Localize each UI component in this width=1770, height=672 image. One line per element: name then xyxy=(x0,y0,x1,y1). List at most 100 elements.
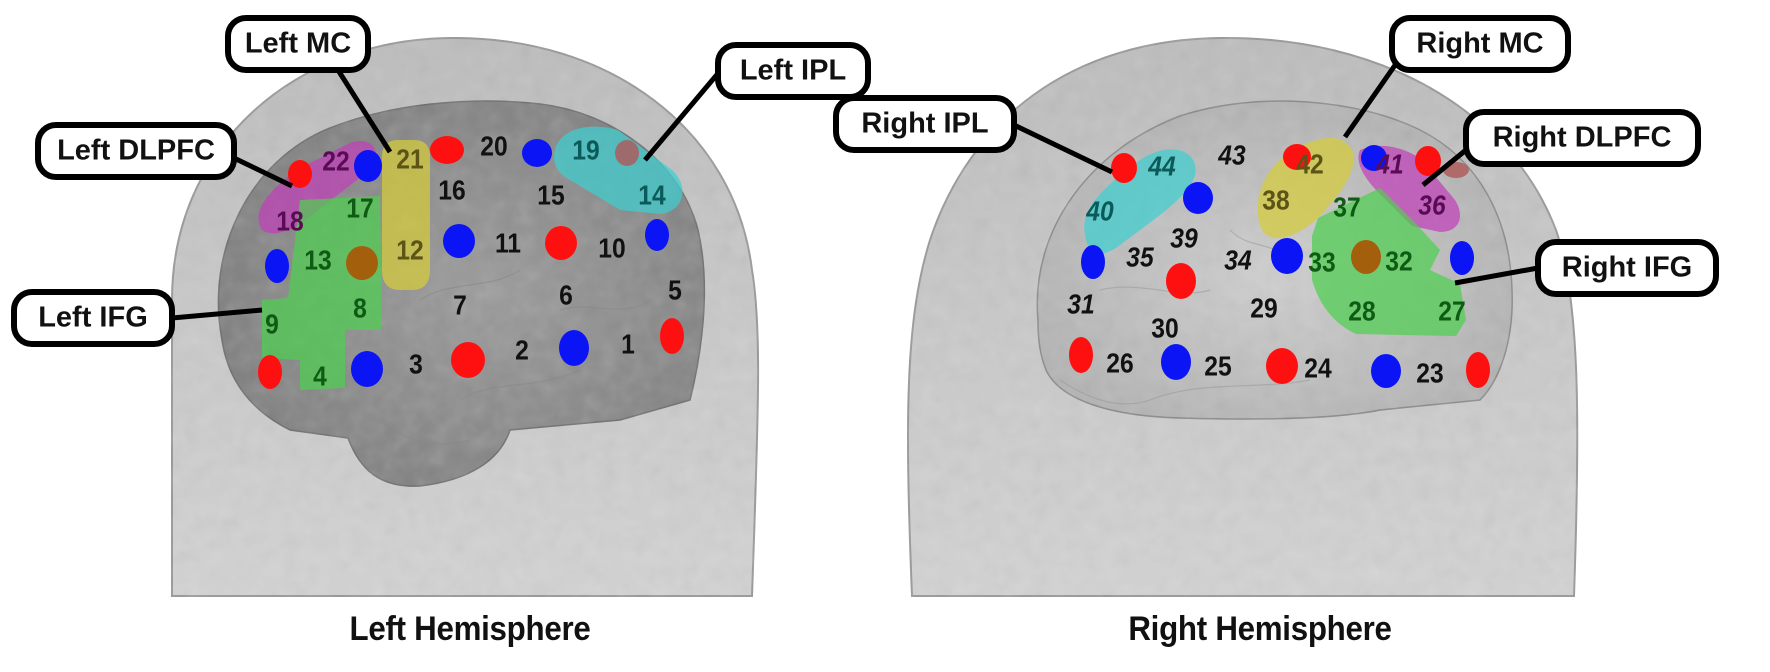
roi-callout: Left IFG xyxy=(11,289,263,347)
right-roi-callouts: Right MC Right IPL Right DLPFC Right IFG xyxy=(833,15,1719,297)
source-optode xyxy=(615,140,639,166)
detector-optode xyxy=(1081,245,1105,279)
callout-leader-line xyxy=(1012,122,1114,175)
channel-number: 11 xyxy=(495,227,521,259)
right-optodes xyxy=(1069,144,1490,388)
channel-number: 16 xyxy=(438,174,465,206)
callout-leader-line xyxy=(1342,56,1403,139)
channel-number: 39 xyxy=(1170,222,1198,254)
source-optode xyxy=(660,318,684,354)
channel-number: 2 xyxy=(515,334,529,366)
channel-number: 13 xyxy=(304,244,331,276)
detector-optode xyxy=(351,351,383,387)
left-hemisphere-caption: Left Hemisphere xyxy=(349,610,591,648)
roi-label-text: Left MC xyxy=(245,28,351,60)
channel-number: 21 xyxy=(396,143,423,175)
roi-callout: Right MC xyxy=(1342,15,1571,139)
right-brain-sulci xyxy=(1059,229,1311,405)
source-optode xyxy=(451,342,485,378)
left-region-mc xyxy=(382,140,430,290)
roi-callout: Right IFG xyxy=(1454,239,1719,297)
roi-label-text: Left DLPFC xyxy=(57,135,215,167)
source-optode xyxy=(1415,146,1441,176)
detector-optode xyxy=(443,224,475,258)
source-optode xyxy=(1166,263,1196,299)
callout-box xyxy=(11,289,175,347)
right-hemisphere-caption: Right Hemisphere xyxy=(1128,610,1392,648)
roi-callout: Right IPL xyxy=(833,95,1114,175)
channel-number: 27 xyxy=(1438,295,1465,327)
channel-number: 35 xyxy=(1126,241,1154,273)
roi-callout: Left DLPFC xyxy=(35,122,294,189)
source-optode xyxy=(1266,348,1298,384)
source-optode xyxy=(1283,144,1311,170)
channel-number: 14 xyxy=(638,179,666,211)
channel-number: 6 xyxy=(559,279,573,311)
source-optode xyxy=(1466,352,1490,388)
left-roi-callouts: Left MC Left DLPFC Left IPL Left IFG xyxy=(11,15,871,347)
reference-optode xyxy=(346,246,378,280)
detector-optode xyxy=(265,249,289,283)
callout-box xyxy=(35,122,237,180)
channel-number: 12 xyxy=(396,234,423,266)
channel-number: 30 xyxy=(1151,312,1178,344)
roi-label-text: Left IFG xyxy=(38,302,148,334)
channel-number: 17 xyxy=(346,192,373,224)
callout-box xyxy=(715,42,871,100)
channel-number: 18 xyxy=(276,205,303,237)
channel-number: 41 xyxy=(1375,148,1403,180)
right-head-model: 2324252627282930313233343536373839404142… xyxy=(833,15,1719,597)
roi-callout: Right DLPFC xyxy=(1421,109,1701,187)
detector-optode xyxy=(1271,238,1303,274)
channel-number: 26 xyxy=(1106,347,1133,379)
channel-number: 32 xyxy=(1385,245,1412,277)
detector-optode xyxy=(1450,241,1474,275)
roi-label-text: Right DLPFC xyxy=(1493,122,1672,154)
channel-number: 23 xyxy=(1416,357,1443,389)
channel-number: 44 xyxy=(1147,150,1176,182)
detector-optode xyxy=(645,219,669,251)
channel-number: 37 xyxy=(1333,191,1360,223)
roi-label-text: Right MC xyxy=(1416,28,1543,60)
right-region-mc xyxy=(1257,137,1354,239)
channel-number: 31 xyxy=(1067,288,1094,320)
left-brain xyxy=(217,100,706,487)
channel-number: 22 xyxy=(322,145,349,177)
channel-number: 24 xyxy=(1304,352,1332,384)
source-optode xyxy=(430,136,464,164)
left-optodes xyxy=(258,136,684,389)
detector-optode xyxy=(354,150,382,182)
source-optode xyxy=(1111,153,1137,183)
channel-number: 40 xyxy=(1085,195,1114,227)
roi-label-text: Right IFG xyxy=(1562,252,1692,284)
roi-label-text: Right IPL xyxy=(861,108,988,140)
detector-optode xyxy=(559,330,589,366)
callout-leader-line xyxy=(335,68,393,154)
roi-label-text: Left IPL xyxy=(740,55,846,87)
channel-number: 38 xyxy=(1262,184,1289,216)
callout-box xyxy=(1535,239,1719,297)
callout-box xyxy=(833,95,1017,153)
source-optode xyxy=(258,355,282,389)
callout-leader-line xyxy=(232,155,294,189)
right-region-ipl xyxy=(1084,149,1196,254)
left-region-ifg xyxy=(262,196,382,390)
channel-number: 4 xyxy=(313,360,327,392)
right-region-dlpfc xyxy=(1358,145,1460,232)
channel-number: 10 xyxy=(598,232,625,264)
callout-leader-line xyxy=(171,307,263,321)
callout-box xyxy=(1463,109,1701,167)
channel-number: 28 xyxy=(1348,295,1375,327)
detector-optode xyxy=(522,139,552,167)
channel-number: 19 xyxy=(572,134,599,166)
channel-number: 20 xyxy=(480,130,507,162)
channel-number: 1 xyxy=(621,328,635,360)
detector-optode xyxy=(1161,344,1191,380)
left-brain-sulci xyxy=(379,269,651,445)
detector-optode xyxy=(1361,145,1387,171)
channel-number: 43 xyxy=(1217,139,1246,171)
source-optode xyxy=(545,226,577,260)
channel-number: 15 xyxy=(537,179,564,211)
left-region-dlpfc xyxy=(258,140,377,234)
